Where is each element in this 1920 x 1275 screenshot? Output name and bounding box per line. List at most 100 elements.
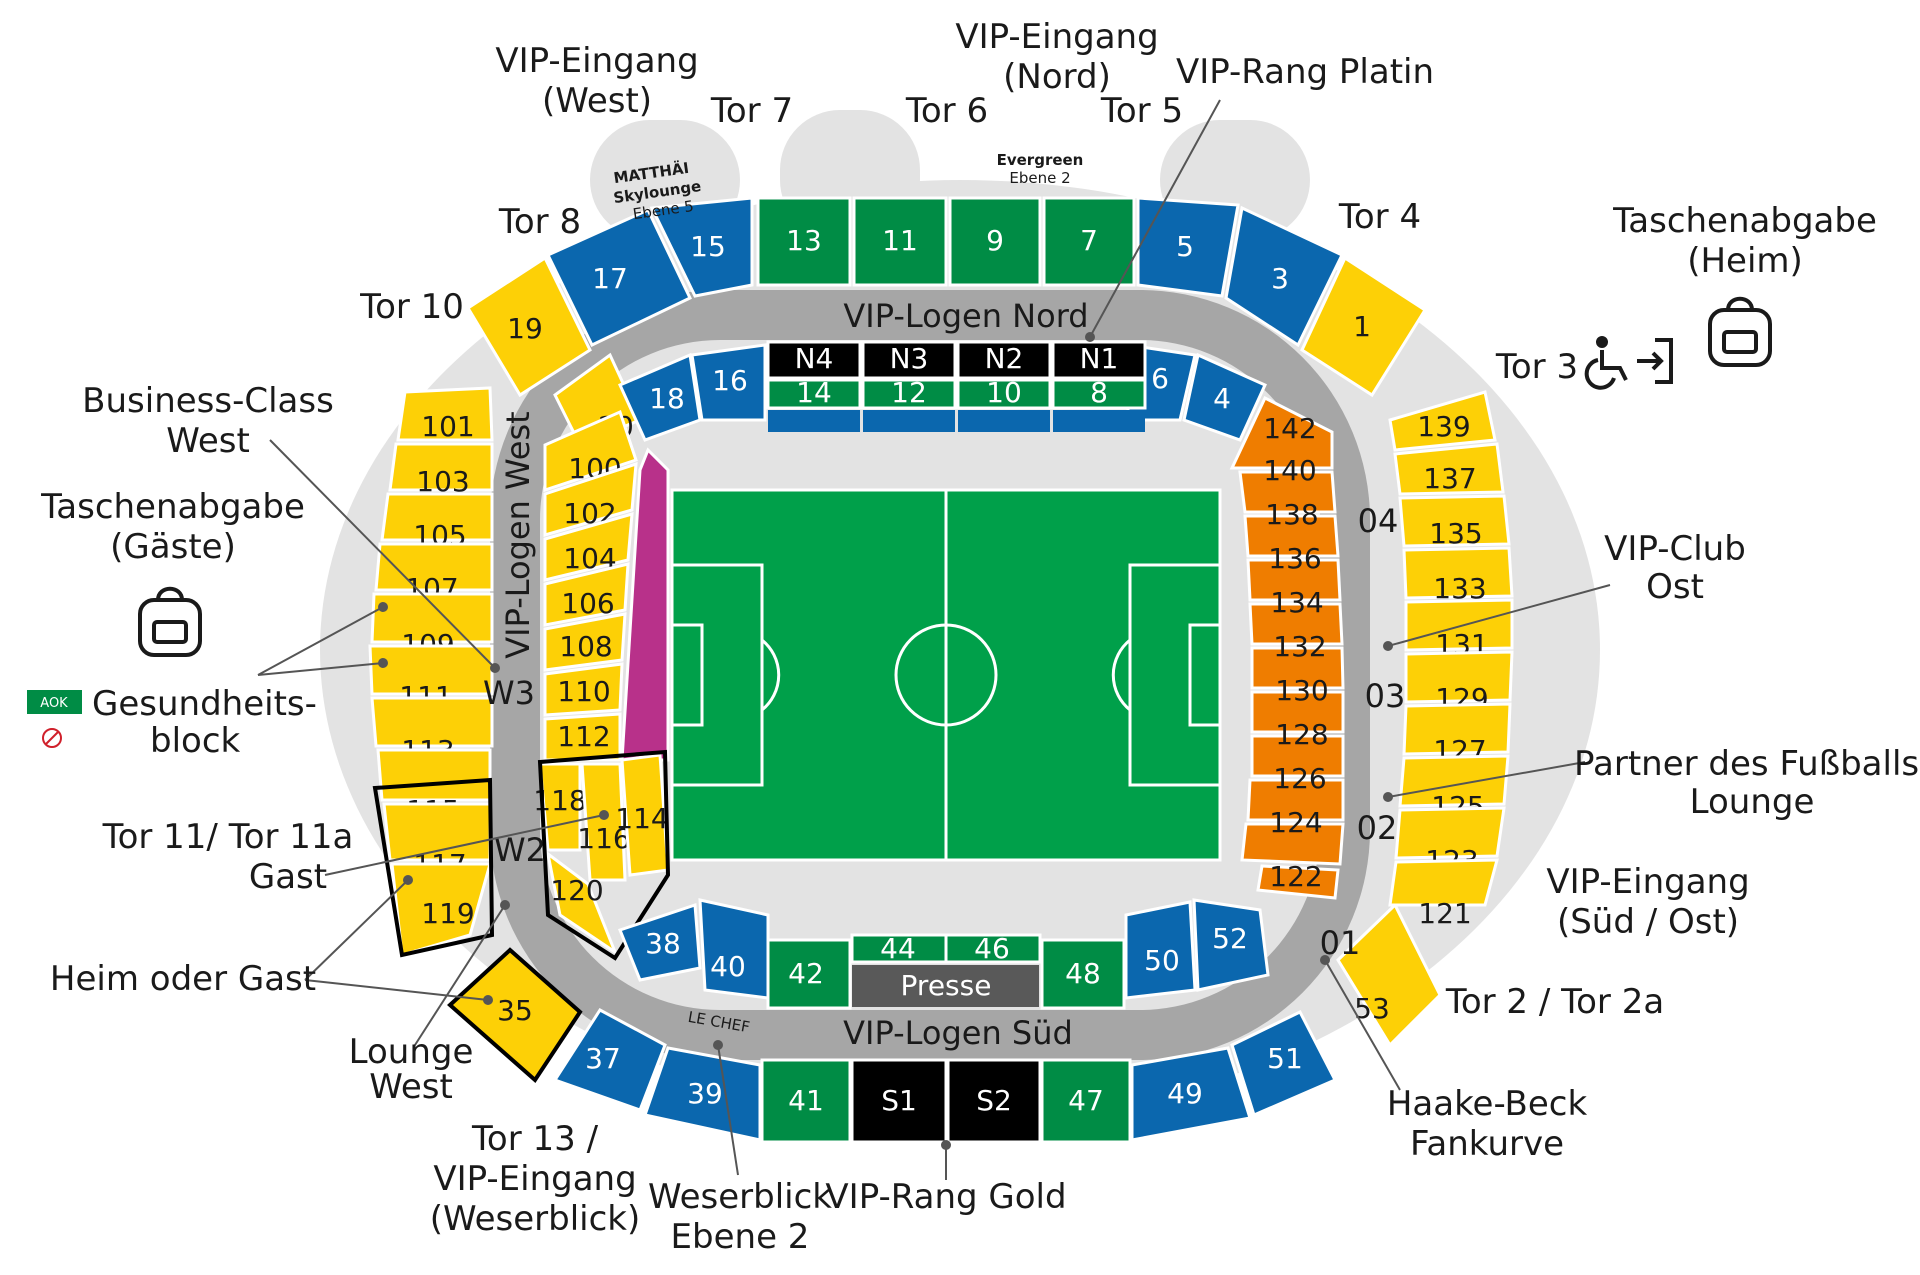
block-shape-w-inner-110[interactable]	[543, 662, 624, 717]
block-shape-w-inner-106[interactable]	[543, 562, 630, 627]
block-s-inner-52[interactable]: 52	[1192, 898, 1270, 992]
block-s-outer-47[interactable]: 47	[1040, 1058, 1132, 1144]
block-nlow-8[interactable]: 8	[1051, 376, 1147, 410]
block-n-upper-7[interactable]: 7	[1042, 196, 1136, 287]
block-n-upper-17[interactable]: 17	[545, 208, 692, 347]
block-s-inner-46[interactable]: 46	[944, 932, 1042, 965]
block-e-outer-133[interactable]: 133	[1402, 546, 1514, 605]
block-w-inner-102[interactable]: 102	[543, 461, 638, 537]
block-nbox-N4[interactable]: N4	[766, 340, 862, 380]
block-e-orange-128[interactable]: 128	[1250, 718, 1345, 778]
block-w-outer-103[interactable]: 103	[388, 442, 494, 498]
block-e-outer-139[interactable]: 139	[1388, 390, 1497, 452]
block-shape-n-upper-13[interactable]	[756, 196, 852, 287]
block-shape-e-outer-131[interactable]	[1404, 598, 1514, 652]
block-shape-nlow-10[interactable]	[956, 378, 1052, 410]
block-shape-w-inner-116[interactable]	[580, 762, 627, 882]
block-shape-e-outer-133[interactable]	[1402, 546, 1514, 600]
block-nlow-14[interactable]: 14	[766, 376, 862, 410]
block-shape-e-outer-125[interactable]	[1398, 754, 1510, 808]
block-e-orange-126[interactable]: 126	[1246, 762, 1345, 822]
block-shape-w-inner-100[interactable]	[543, 409, 638, 493]
block-s-outer-39[interactable]: 39	[643, 1046, 762, 1142]
block-s-inner-40[interactable]: 40	[698, 898, 770, 1000]
block-shape-corner-1[interactable]	[1300, 255, 1428, 398]
block-e-orange-130[interactable]: 130	[1250, 674, 1345, 734]
block-shape-n-upper-17[interactable]	[545, 208, 692, 347]
block-shape-e-outer-123[interactable]	[1394, 806, 1506, 860]
block-s-inner-44[interactable]: 44	[850, 932, 948, 965]
block-shape-w-inner-102[interactable]	[543, 461, 638, 537]
block-s-outer-49[interactable]: 49	[1130, 1046, 1252, 1142]
block-w-inner-106[interactable]: 106	[543, 562, 630, 627]
block-shape-w-inner-118[interactable]	[538, 762, 582, 852]
block-shape-e-orange-140[interactable]	[1238, 470, 1337, 514]
block-shape-s-inner-50[interactable]	[1124, 900, 1197, 1000]
block-s-outer-41[interactable]: 41	[760, 1058, 852, 1144]
block-shape-s-inner-48[interactable]	[1040, 938, 1126, 1010]
block-e-outer-137[interactable]: 137	[1393, 442, 1505, 496]
block-n-upper-15[interactable]: 15	[649, 196, 754, 298]
block-shape-n-inner-18[interactable]	[618, 352, 702, 442]
block-shape-nlow-14[interactable]	[766, 378, 862, 410]
block-nlow-10[interactable]: 10	[956, 376, 1052, 410]
block-nbox-N1[interactable]: N1	[1051, 340, 1147, 380]
block-corner-1[interactable]: 1	[1300, 255, 1428, 398]
block-w-outer-101[interactable]: 101	[396, 386, 494, 443]
block-s-inner-42[interactable]: 42	[766, 938, 852, 1010]
block-shape-w-inner-120[interactable]	[545, 850, 619, 956]
block-shape-w-outer-101[interactable]	[396, 386, 494, 442]
block-s-outer-37[interactable]: 37	[552, 1008, 667, 1112]
block-s-inner-48[interactable]: 48	[1040, 938, 1126, 1010]
block-e-orange-134[interactable]: 134	[1248, 586, 1344, 646]
block-shape-n-upper-3[interactable]	[1224, 205, 1345, 348]
block-shape-nlow-12[interactable]	[861, 378, 957, 410]
block-shape-e-outer-135[interactable]	[1398, 494, 1511, 548]
block-shape-w-outer-103[interactable]	[388, 442, 494, 492]
block-shape-s-outer-S2[interactable]	[946, 1058, 1042, 1144]
block-w-inner-110[interactable]: 110	[543, 662, 624, 717]
block-e-orange-136[interactable]: 136	[1246, 542, 1342, 602]
block-shape-n-upper-9[interactable]	[948, 196, 1042, 287]
block-shape-e-orange-128[interactable]	[1250, 734, 1345, 778]
block-e-orange-124[interactable]: 124	[1240, 806, 1345, 866]
block-shape-w-outer-115[interactable]	[376, 748, 492, 802]
block-shape-e-orange-142[interactable]	[1229, 395, 1334, 470]
block-shape-e-orange-134[interactable]	[1248, 602, 1344, 646]
block-n-upper-3[interactable]: 3	[1224, 205, 1345, 348]
block-shape-nlow-8[interactable]	[1051, 378, 1147, 410]
block-e-orange-140[interactable]: 140	[1238, 454, 1337, 514]
block-shape-e-outer-137[interactable]	[1393, 442, 1505, 496]
block-w-inner-112[interactable]: 112	[543, 712, 622, 762]
block-n-upper-5[interactable]: 5	[1136, 196, 1240, 298]
block-shape-w-outer-109[interactable]	[370, 592, 494, 644]
block-shape-s-outer-47[interactable]	[1040, 1058, 1132, 1144]
block-shape-w-inner-104[interactable]	[543, 511, 634, 582]
block-w-inner-104[interactable]: 104	[543, 511, 634, 582]
block-shape-nbox-N2[interactable]	[956, 340, 1052, 380]
block-n-inner-4[interactable]: 4	[1182, 352, 1267, 442]
block-shape-w-outer-107[interactable]	[374, 542, 494, 592]
block-e-outer-121[interactable]: 121	[1388, 858, 1499, 930]
block-shape-s-inner-40[interactable]	[698, 898, 770, 1000]
block-shape-n-inner-16[interactable]	[690, 343, 767, 422]
block-shape-s-inner-42[interactable]	[766, 938, 852, 1010]
block-shape-n-upper-5[interactable]	[1136, 196, 1240, 298]
block-shape-e-orange-136[interactable]	[1246, 558, 1342, 602]
block-shape-e-outer-121[interactable]	[1388, 858, 1499, 907]
block-n-upper-11[interactable]: 11	[852, 196, 948, 287]
block-e-orange-142[interactable]: 142	[1229, 395, 1334, 470]
block-n-upper-9[interactable]: 9	[948, 196, 1042, 287]
block-shape-nbox-N3[interactable]	[861, 340, 957, 380]
block-shape-w-outer-113[interactable]	[370, 696, 494, 748]
block-shape-s-outer-41[interactable]	[760, 1058, 852, 1144]
block-shape-e-orange-130[interactable]	[1250, 690, 1345, 734]
block-shape-s-outer-39[interactable]	[643, 1046, 762, 1142]
block-nbox-N3[interactable]: N3	[861, 340, 957, 380]
block-shape-w-outer-105[interactable]	[380, 492, 494, 542]
block-e-orange-138[interactable]: 138	[1243, 498, 1340, 558]
block-n-upper-13[interactable]: 13	[756, 196, 852, 287]
block-shape-s-outer-51[interactable]	[1230, 1010, 1338, 1118]
block-shape-s-outer-49[interactable]	[1130, 1046, 1252, 1142]
block-w-inner-120[interactable]: 120	[545, 850, 619, 956]
